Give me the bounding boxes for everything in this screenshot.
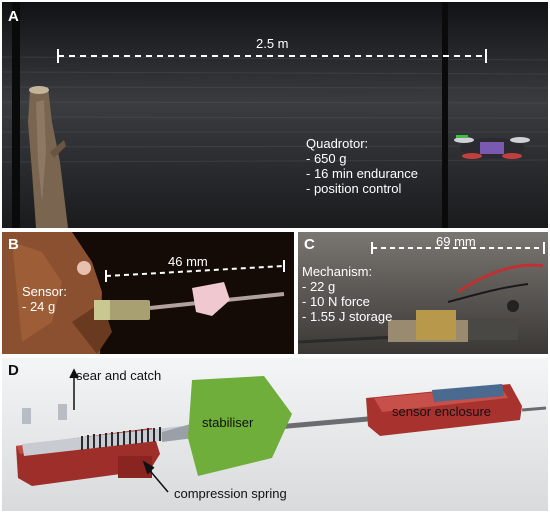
panel-a-photo: A 2.5 m Quadrotor: - 650 g - 16 min endu… bbox=[2, 2, 548, 228]
mechanism-spec-storage: - 1.55 J storage bbox=[302, 309, 393, 324]
panel-c-label: C bbox=[304, 236, 315, 253]
sear-catch-label: sear and catch bbox=[76, 368, 162, 383]
quadrotor bbox=[454, 135, 530, 159]
panel-d-render: D sear and catch stabiliser sensor enclo… bbox=[2, 358, 548, 511]
sensor-spec-mass: - 24 g bbox=[22, 299, 56, 314]
quadrotor-spec-endurance: - 16 min endurance bbox=[306, 166, 419, 181]
panel-a-scene bbox=[2, 2, 548, 228]
panel-c-distance: 69 mm bbox=[436, 234, 476, 249]
panel-d-scene bbox=[2, 358, 548, 511]
mechanism-spec-force: - 10 N force bbox=[302, 294, 370, 309]
sensor-specs: Sensor: - 24 g bbox=[22, 284, 67, 314]
panel-b-label: B bbox=[8, 236, 19, 253]
mechanism-device bbox=[298, 263, 544, 344]
panel-b-distance: 46 mm bbox=[168, 254, 208, 269]
quadrotor-specs: Quadrotor: - 650 g - 16 min endurance - … bbox=[306, 136, 418, 196]
sensor-enclosure-label: sensor enclosure bbox=[392, 404, 491, 419]
stabiliser-label: stabiliser bbox=[202, 415, 254, 430]
panel-c-scene bbox=[298, 232, 548, 354]
mechanism-specs: Mechanism: - 22 g - 10 N force - 1.55 J … bbox=[302, 264, 392, 324]
panel-b-scene bbox=[2, 232, 294, 354]
scale-bar-c bbox=[371, 242, 545, 254]
pole-left bbox=[12, 2, 20, 228]
annotation-arrows bbox=[69, 368, 169, 493]
panel-d-label: D bbox=[8, 362, 19, 379]
pole-right bbox=[442, 2, 448, 228]
tree-branch bbox=[28, 86, 68, 228]
panel-a-label: A bbox=[8, 8, 19, 25]
scale-bar-b bbox=[105, 260, 285, 282]
sensor-title: Sensor: bbox=[22, 284, 67, 299]
sensor-enclosure bbox=[366, 384, 547, 436]
quadrotor-spec-mass: - 650 g bbox=[306, 151, 347, 166]
sensor-device bbox=[77, 261, 285, 320]
stabiliser bbox=[188, 376, 292, 476]
mechanism-spec-mass: - 22 g bbox=[302, 279, 336, 294]
quadrotor-title: Quadrotor: bbox=[306, 136, 369, 151]
mechanism-title: Mechanism: bbox=[302, 264, 373, 279]
quadrotor-spec-control: - position control bbox=[306, 181, 402, 196]
panel-a-distance: 2.5 m bbox=[256, 36, 289, 51]
panel-c-photo: C 69 mm Mechanism: - 22 g - 10 N force -… bbox=[298, 232, 548, 354]
panel-b-photo: B 46 mm Sensor: - 24 g bbox=[2, 232, 294, 354]
scale-bar-a bbox=[57, 49, 487, 63]
compression-spring-label: compression spring bbox=[174, 486, 287, 501]
